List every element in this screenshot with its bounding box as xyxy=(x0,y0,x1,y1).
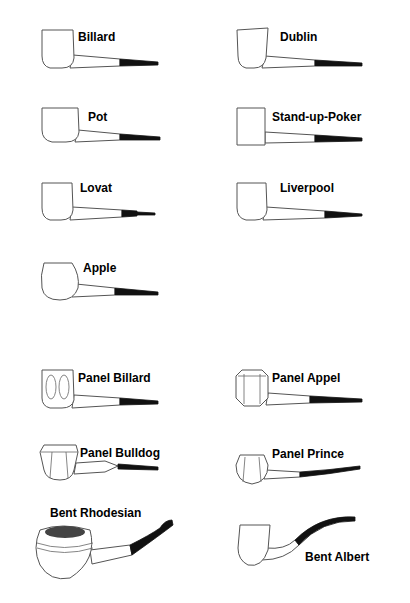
pipe-name-label: Billard xyxy=(78,30,115,44)
pipe-name-label: Bent Rhodesian xyxy=(50,506,141,520)
pipe-name-label: Bent Albert xyxy=(305,550,369,564)
bent-rhodesian-pipe xyxy=(36,520,173,579)
panel-appel-pipe xyxy=(236,370,362,406)
dublin-pipe xyxy=(237,28,362,68)
pipe-name-label: Lovat xyxy=(80,181,112,195)
pipe-name-label: Panel Billard xyxy=(78,371,151,385)
pipe-name-label: Panel Appel xyxy=(272,371,340,385)
pipe-name-label: Pot xyxy=(88,110,107,124)
pipe-name-label: Panel Bulldog xyxy=(80,446,160,460)
pipe-name-label: Liverpool xyxy=(280,181,334,195)
pipe-name-label: Dublin xyxy=(280,30,317,44)
billard-pipe xyxy=(42,30,158,68)
pipe-name-label: Apple xyxy=(83,261,116,275)
panel-billard-pipe xyxy=(42,370,158,408)
poker-pipe xyxy=(237,108,362,145)
pot-pipe xyxy=(42,108,160,142)
pipe-name-label: Panel Prince xyxy=(272,447,344,461)
pipe-name-label: Stand-up-Poker xyxy=(272,110,361,124)
